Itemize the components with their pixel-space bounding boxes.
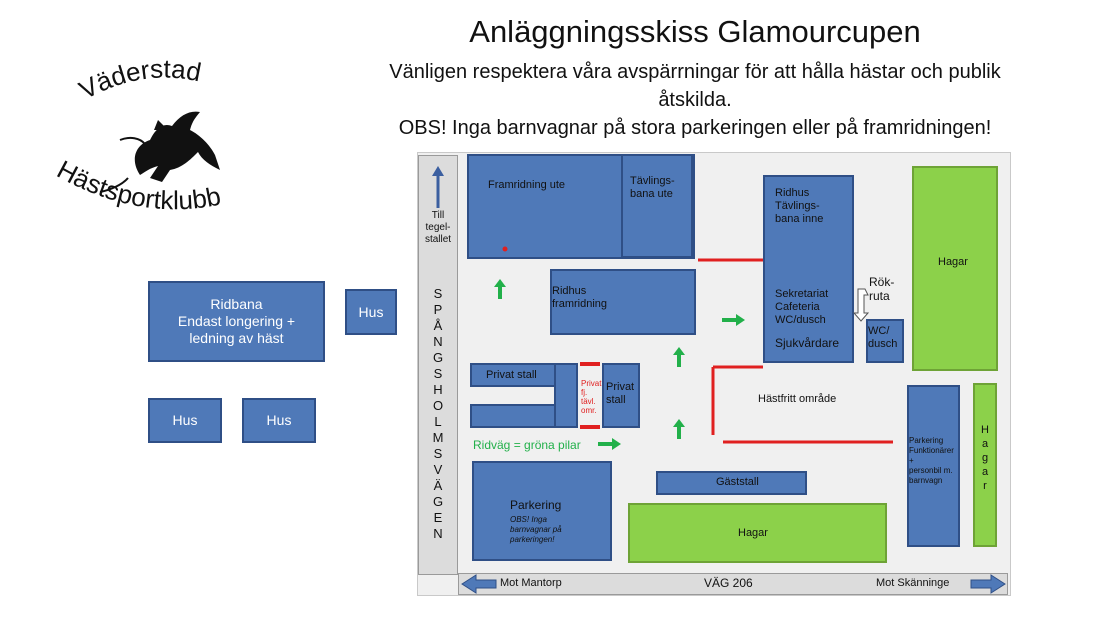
road-letter: N bbox=[433, 526, 443, 541]
road-letter: S bbox=[433, 446, 443, 461]
logo-top-text: Väderstad bbox=[74, 53, 204, 105]
parkering-funktionarer bbox=[907, 385, 960, 547]
ridhus-framridning bbox=[550, 269, 696, 335]
subtitle-line-1: Vänligen respektera våra avspärrningar f… bbox=[389, 61, 1001, 83]
road-arrow-icon bbox=[461, 574, 1006, 594]
rearing-horse-icon: Väderstad Hästsportklubb bbox=[52, 53, 223, 215]
hus-building: Hus bbox=[345, 289, 397, 335]
road-letter: M bbox=[432, 430, 444, 445]
road-letter: Å bbox=[433, 318, 443, 333]
hus-building: Hus bbox=[242, 398, 316, 443]
vag-206-road bbox=[458, 573, 1008, 595]
vag-206-label: VÄG 206 bbox=[704, 576, 753, 590]
parkering-label: Parkering bbox=[510, 498, 562, 512]
hagar-bottom-label: Hagar bbox=[738, 527, 768, 539]
subtitle-line-3: OBS! Inga barnvagnar på stora parkeringe… bbox=[398, 117, 992, 139]
mot-mantorp-label: Mot Mantorp bbox=[500, 577, 562, 589]
ridhus-tavlingsbana bbox=[763, 175, 854, 363]
mot-skanninge-label: Mot Skänninge bbox=[876, 577, 950, 589]
gaststall bbox=[656, 471, 807, 495]
road-letter: N bbox=[433, 334, 443, 349]
hagar-top-label: Hagar bbox=[938, 256, 968, 268]
page-title: Anläggningsskiss Glamourcupen bbox=[469, 14, 921, 49]
rokruta-label: Rök- ruta bbox=[869, 275, 895, 303]
svg-text:Väderstad: Väderstad bbox=[74, 60, 204, 105]
privat-stall-left-connector bbox=[554, 363, 578, 428]
ridvag-legend: Ridväg = gröna pilar bbox=[473, 438, 581, 452]
road-letter: O bbox=[432, 398, 444, 413]
framridning-ute-label: Framridning ute bbox=[488, 179, 566, 191]
till-tegelstallet-label: Till tegel- stallet bbox=[424, 210, 452, 245]
road-letter: G bbox=[432, 494, 444, 509]
tavlingsbana-ute bbox=[621, 154, 693, 258]
privat-stall-left-bottom bbox=[470, 404, 560, 428]
parkering-funk-label: Parkering Funktionärer + personbil m. ba… bbox=[909, 436, 954, 485]
ridhus-tavlingsbana-label: Ridhus Tävlings- bana inne bbox=[775, 187, 824, 225]
ridbana-box: Ridbana Endast longering + ledning av hä… bbox=[148, 281, 325, 362]
road-letter: P bbox=[433, 302, 443, 317]
road-letter: H bbox=[433, 382, 443, 397]
green-arrow-icon bbox=[494, 279, 745, 450]
privat-stall-right-label: Privat stall bbox=[606, 381, 635, 406]
road-letter: S bbox=[433, 366, 443, 381]
wc-dusch bbox=[866, 319, 904, 363]
road-letter: G bbox=[432, 350, 444, 365]
hagar-letter: g bbox=[981, 452, 989, 464]
parkering bbox=[472, 461, 612, 561]
up-arrow-icon bbox=[432, 166, 444, 208]
map-overlay bbox=[461, 246, 1006, 594]
road-letter: S bbox=[433, 286, 443, 301]
subtitle-line-2: åtskilda. bbox=[658, 89, 732, 111]
wc-dusch-label: WC/ dusch bbox=[868, 325, 898, 350]
privat-stall-right bbox=[602, 363, 640, 428]
road-letter: E bbox=[433, 510, 443, 525]
club-logo: Väderstad Hästsportklubb bbox=[50, 53, 280, 230]
gaststall-label: Gäststall bbox=[716, 476, 759, 488]
sekretariat-label: Sekretariat Cafeteria WC/dusch bbox=[775, 288, 829, 326]
sjukvardare-label: Sjukvårdare bbox=[775, 336, 840, 350]
hastfritt-label: Hästfritt område bbox=[758, 393, 837, 405]
road-letter: Ä bbox=[433, 478, 443, 493]
rokruta-arrow-icon bbox=[852, 288, 870, 322]
hus-building: Hus bbox=[148, 398, 222, 443]
privat-stall-left-label: Privat stall bbox=[486, 369, 537, 381]
road-letter: L bbox=[434, 414, 442, 429]
hagar-letter: a bbox=[981, 438, 989, 450]
road-letter: V bbox=[433, 462, 443, 477]
hagar-pasture-bottom bbox=[628, 503, 887, 563]
hagar-pasture-top bbox=[912, 166, 998, 371]
hagar-letter: H bbox=[981, 424, 989, 436]
tavlingsbana-ute-label: Tävlings- bana ute bbox=[630, 175, 675, 200]
marker-dot bbox=[502, 246, 508, 252]
hagar-letter: a bbox=[981, 466, 989, 478]
hagar-letter: r bbox=[983, 480, 987, 492]
privat-fj-label: Privat fj. tävl. omr. bbox=[581, 379, 602, 415]
parkering-note: OBS! Inga barnvagnar på parkeringen! bbox=[510, 515, 562, 544]
hagar-pasture-vertical bbox=[973, 383, 997, 547]
ridhus-framridning-label: Ridhus framridning bbox=[552, 285, 608, 310]
